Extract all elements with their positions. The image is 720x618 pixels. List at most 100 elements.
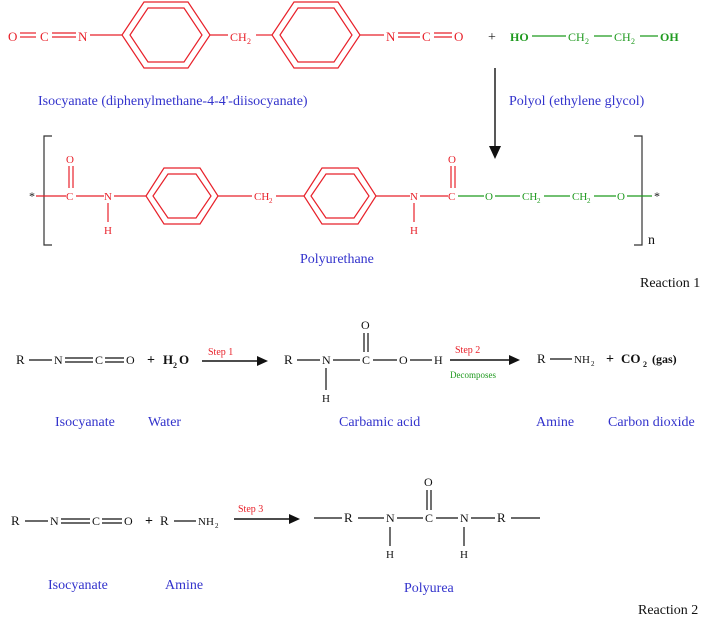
atom-o: O <box>66 154 74 166</box>
svg-text:2: 2 <box>537 197 541 205</box>
atom-n: N <box>78 29 88 44</box>
svg-text:2: 2 <box>269 197 273 205</box>
atom-n: N <box>410 191 418 203</box>
label-polyurethane: Polyurethane <box>300 252 374 267</box>
plus-sign: + <box>145 514 153 529</box>
step3-arrow: Step 3 <box>234 504 300 524</box>
svg-text:2: 2 <box>631 37 635 46</box>
atom-h: H <box>104 225 112 237</box>
bracket-right <box>634 135 643 246</box>
atom-n: N <box>460 511 469 525</box>
plus-sign: + <box>147 353 155 368</box>
atom-n: N <box>322 353 331 367</box>
atom-h: H <box>386 549 394 561</box>
atom-n: N <box>104 191 112 203</box>
caption-reaction-2: Reaction 2 <box>638 603 698 618</box>
atom-r: R <box>16 352 25 367</box>
atom-n: N <box>50 514 59 528</box>
label-step-2: Step 2 <box>455 345 480 356</box>
svg-text:H: H <box>163 352 173 367</box>
label-polyol: Polyol (ethylene glycol) <box>509 94 645 109</box>
atom-ch2: CH <box>568 30 585 44</box>
label-isocyanate-mdi: Isocyanate (diphenylmethane-4-4'-diisocy… <box>38 94 308 109</box>
label-decomposes: Decomposes <box>450 370 496 380</box>
reaction-arrow-down <box>489 68 501 159</box>
atom-c: C <box>422 29 431 44</box>
label-isocyanate: Isocyanate <box>55 415 115 430</box>
label-carbon-dioxide: Carbon dioxide <box>608 415 695 430</box>
atom-h: H <box>410 225 418 237</box>
svg-text:2: 2 <box>585 37 589 46</box>
atom-c: C <box>92 514 100 528</box>
atom-r: R <box>537 351 546 366</box>
atom-ch2: CH <box>614 30 631 44</box>
chain-end-star: * <box>654 189 660 203</box>
atom-h: H <box>322 393 330 405</box>
atom-r: R <box>284 352 293 367</box>
co2-molecule: CO 2 (gas) <box>621 351 677 369</box>
atom-o: O <box>124 514 133 528</box>
atom-c: C <box>448 191 455 203</box>
svg-text:2: 2 <box>215 522 219 530</box>
svg-text:2: 2 <box>643 360 647 369</box>
benzene-ring <box>271 1 361 69</box>
chain-end-star: * <box>29 189 35 203</box>
water-molecule: H 2 O <box>163 352 189 370</box>
atom-o: O <box>485 191 493 203</box>
atom-c: C <box>95 353 103 367</box>
amine-molecule: R NH 2 <box>537 351 595 368</box>
atom-ch2: CH <box>230 30 247 44</box>
atom-o: O <box>8 29 17 44</box>
atom-oh: OH <box>660 30 679 44</box>
atom-n: N <box>54 353 63 367</box>
label-carbamic-acid: Carbamic acid <box>339 415 420 430</box>
mdi-molecule: O C N CH 2 N C O <box>8 1 463 69</box>
atom-o: O <box>454 29 463 44</box>
plus-sign: + <box>488 30 496 45</box>
atom-c: C <box>40 29 49 44</box>
atom-o: O <box>424 475 433 489</box>
atom-n: N <box>386 29 396 44</box>
carbamic-acid-molecule: R N H C O O H <box>284 318 443 405</box>
atom-ch2: CH <box>254 191 269 203</box>
atom-h: H <box>434 353 443 367</box>
benzene-ring <box>145 167 219 225</box>
atom-c: C <box>362 353 370 367</box>
atom-nh2: NH <box>198 516 214 528</box>
label-isocyanate-2: Isocyanate <box>48 578 108 593</box>
amine-molecule-2: R NH 2 <box>160 513 219 530</box>
atom-o: O <box>617 191 625 203</box>
atom-c: C <box>66 191 73 203</box>
ethylene-glycol-molecule: HO CH 2 CH 2 OH <box>510 30 679 46</box>
polyurea-molecule: R N H C O N H R <box>314 475 540 561</box>
svg-text:2: 2 <box>587 197 591 205</box>
svg-text:2: 2 <box>173 361 177 370</box>
svg-text:O: O <box>179 352 189 367</box>
atom-c: C <box>425 511 433 525</box>
isocyanate-r-molecule: R N C O <box>16 352 135 367</box>
atom-ch2: CH <box>572 191 587 203</box>
atom-n: N <box>386 511 395 525</box>
repeat-index-n: n <box>648 233 655 248</box>
svg-text:CO: CO <box>621 351 641 366</box>
svg-text:2: 2 <box>591 360 595 368</box>
atom-ch2: CH <box>522 191 537 203</box>
polyurethane-molecule: * C O N H CH 2 N H C O O CH 2 <box>29 135 660 248</box>
atom-o: O <box>448 154 456 166</box>
svg-text:2: 2 <box>247 37 251 46</box>
atom-ho: HO <box>510 30 529 44</box>
isocyanate-r-molecule-2: R N C O <box>11 513 133 528</box>
label-step-3: Step 3 <box>238 504 263 515</box>
atom-r: R <box>344 510 353 525</box>
atom-r: R <box>11 513 20 528</box>
atom-o: O <box>126 353 135 367</box>
svg-text:(gas): (gas) <box>652 352 677 366</box>
bracket-left <box>43 135 52 246</box>
plus-sign: + <box>606 352 614 367</box>
label-step-1: Step 1 <box>208 347 233 358</box>
caption-reaction-1: Reaction 1 <box>640 276 700 291</box>
label-polyurea: Polyurea <box>404 581 455 596</box>
benzene-ring <box>121 1 211 69</box>
benzene-ring <box>303 167 377 225</box>
